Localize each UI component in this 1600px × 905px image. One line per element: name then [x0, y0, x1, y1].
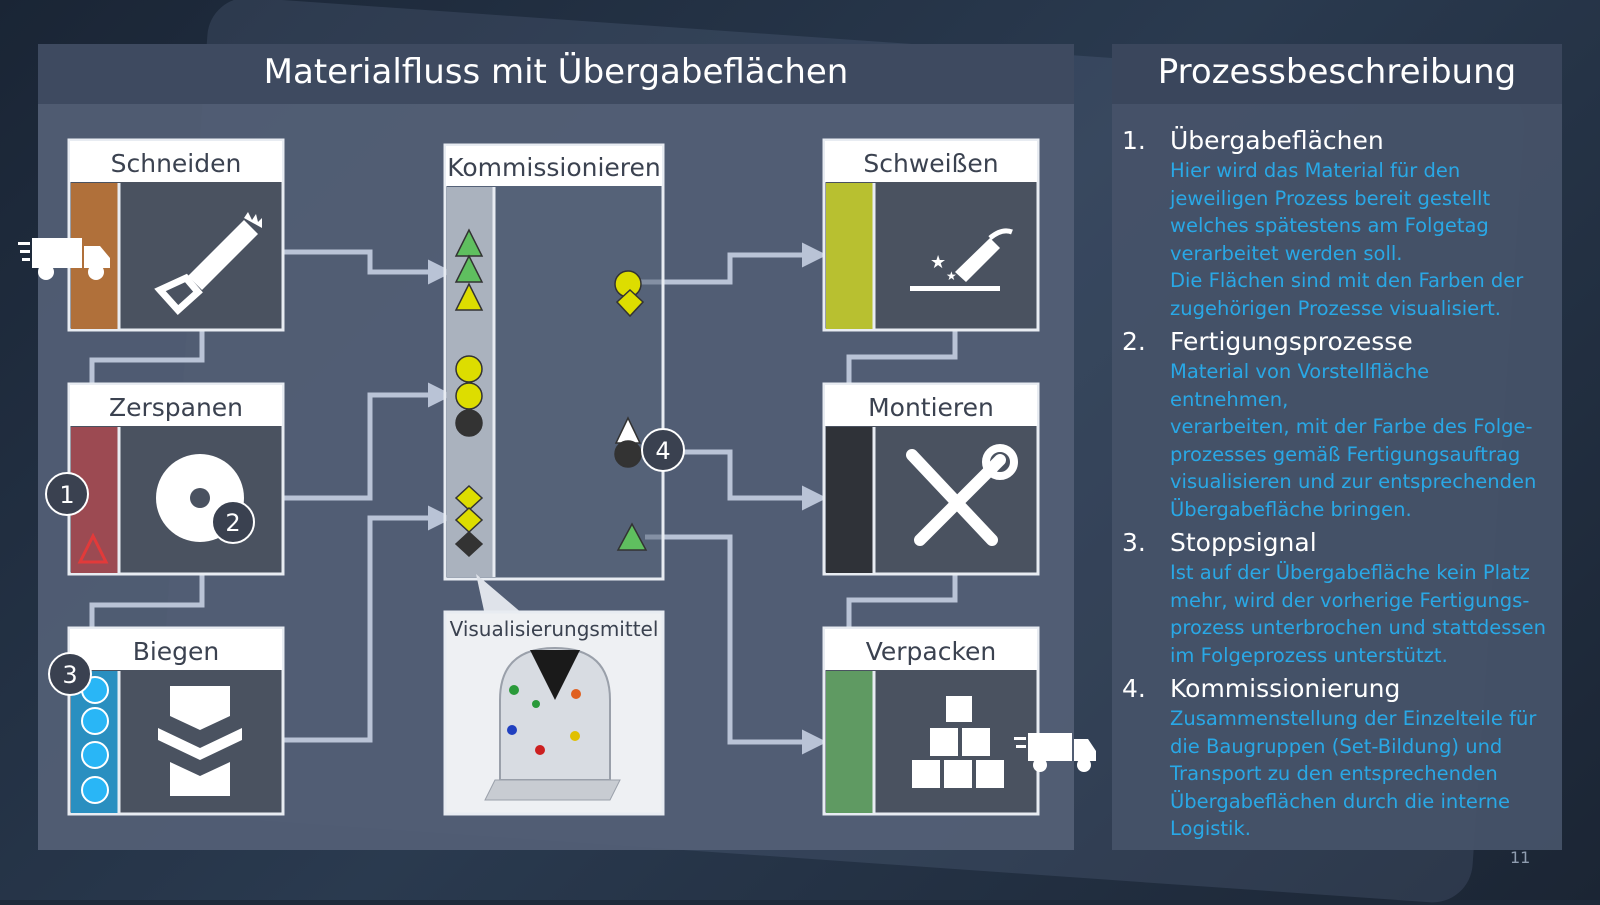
item-black-circle	[455, 409, 483, 437]
box-zerspanen: Zerspanen	[67, 382, 285, 576]
panel-title-bar	[38, 44, 1074, 104]
marker-4: 4	[641, 428, 685, 472]
right-title-bar	[1112, 44, 1562, 104]
svg-text:★: ★	[930, 252, 946, 273]
item-yellow-diamond	[615, 288, 645, 318]
step-stoppsignal: 3. Stoppsignal Ist auf der Übergabefläche…	[1122, 527, 1552, 669]
marker-3-label: 3	[62, 661, 77, 689]
marker-4-label: 4	[655, 437, 670, 465]
label-biegen: Biegen	[133, 637, 220, 666]
box-schweissen: Schweißen ★ ★	[822, 138, 1040, 332]
step-description: Ist auf der Übergabefläche kein Platz me…	[1170, 561, 1546, 667]
marker-2: 2	[211, 500, 255, 544]
step-title: Fertigungsprozesse	[1170, 327, 1413, 356]
label-zerspanen: Zerspanen	[109, 393, 243, 422]
step-description: Hier wird das Material für den jeweilige…	[1170, 159, 1524, 320]
step-number: 2.	[1122, 327, 1146, 356]
label-visualisierungsmittel: Visualisierungsmittel	[450, 617, 659, 641]
marker-3: 3	[48, 652, 92, 696]
triangle-marker	[77, 532, 109, 564]
step-kommissionierung: 4. Kommissionierung Zusammenstellung der …	[1122, 673, 1552, 843]
panel-title: Materialfluss mit Übergabeflächen	[263, 52, 849, 92]
bending-icon	[158, 686, 242, 796]
label-montieren: Montieren	[868, 393, 994, 422]
biegen-item-2	[81, 707, 109, 735]
truck-icon	[1014, 733, 1096, 772]
area-montieren	[826, 427, 873, 573]
item-yellow-circle	[455, 355, 483, 383]
right-panel-title: Prozessbeschreibung	[1157, 52, 1517, 92]
box-montieren: Montieren	[822, 382, 1040, 576]
svg-text:★: ★	[946, 269, 957, 283]
tools-icon	[906, 444, 1018, 546]
item-black-circle	[614, 440, 642, 468]
arrow-kommissionieren-montieren	[680, 449, 827, 511]
arrow-schneiden-kommissionieren	[282, 249, 453, 285]
page-number: 11	[1510, 848, 1531, 867]
step-number: 1.	[1122, 126, 1146, 155]
callout-pointer	[476, 574, 530, 620]
box-schneiden: Schneiden	[67, 138, 285, 332]
box-verpacken: Verpacken	[822, 626, 1040, 816]
item-yellow-triangle	[454, 282, 484, 311]
label-schneiden: Schneiden	[111, 149, 242, 178]
item-yellow-circle	[455, 382, 483, 410]
step-uebergabeflaechen: 1. Übergabeflächen Hier wird das Material…	[1122, 125, 1552, 322]
box-biegen: Biegen	[67, 626, 285, 816]
area-schweissen	[826, 183, 873, 329]
truck-icon	[18, 238, 110, 280]
step-title: Kommissionierung	[1170, 674, 1401, 703]
step-description: Zusammenstellung der Einzelteile für die…	[1170, 707, 1537, 840]
step-fertigungsprozesse: 2. Fertigungsprozesse Material von Vorste…	[1122, 326, 1552, 523]
item-green-triangle	[454, 254, 484, 283]
item-green-triangle	[616, 522, 648, 551]
saw-icon	[154, 212, 262, 315]
boxes-icon	[912, 696, 1004, 788]
label-schweissen: Schweißen	[863, 149, 998, 178]
arrow-kommissionieren-schweissen	[630, 242, 827, 285]
box-visualisierungsmittel: Visualisierungsmittel	[443, 610, 665, 816]
biegen-item-4	[81, 776, 109, 804]
step-title: Stoppsignal	[1170, 528, 1317, 557]
visualization-device-image	[484, 646, 621, 801]
welding-icon: ★ ★	[910, 228, 1013, 291]
marker-2-label: 2	[225, 509, 240, 537]
arrow-kommissionieren-verpacken	[645, 534, 827, 755]
process-steps: 1. Übergabeflächen Hier wird das Material…	[1122, 125, 1552, 847]
marker-1: 1	[45, 472, 89, 516]
label-kommissionieren: Kommissionieren	[447, 153, 661, 182]
label-verpacken: Verpacken	[866, 637, 997, 666]
item-black-diamond	[454, 530, 484, 558]
step-description: Material von Vorstellfläche entnehmen, v…	[1170, 360, 1537, 521]
box-kommissionieren: Kommissionieren	[443, 143, 665, 581]
area-verpacken	[826, 671, 873, 813]
step-number: 4.	[1122, 674, 1146, 703]
step-number: 3.	[1122, 528, 1146, 557]
process-description-panel: Prozessbeschreibung	[1112, 44, 1562, 850]
marker-1-label: 1	[59, 481, 74, 509]
arrow-zerspanen-kommissionieren	[282, 382, 453, 501]
step-title: Übergabeflächen	[1170, 126, 1384, 155]
biegen-item-3	[81, 741, 109, 769]
arrow-biegen-kommissionieren	[282, 505, 453, 743]
